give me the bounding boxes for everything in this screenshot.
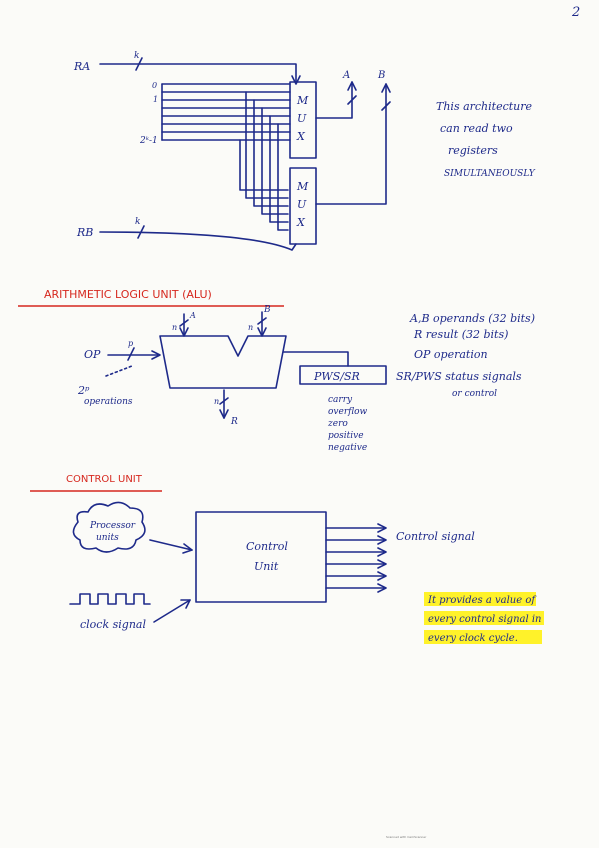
- p-label: p: [128, 339, 133, 348]
- alu-n-b: n: [248, 323, 253, 332]
- rb-label: RB: [76, 226, 93, 239]
- register-mux-diagram: RA RB k k 0 1 2ᵏ-1 M U X M U X: [73, 51, 391, 251]
- note-cu-line1: It provides a value of: [427, 595, 537, 606]
- reg-index-0: 0: [152, 81, 157, 90]
- note-cu-line3: every clock cycle.: [428, 633, 518, 644]
- alu-b-label: B: [263, 305, 271, 315]
- note-line-1: This architecture: [436, 100, 533, 113]
- mux2-u: U: [297, 198, 307, 211]
- alu-title: ARITHMETIC LOGIC UNIT (ALU): [44, 288, 212, 301]
- cu-line2: Unit: [254, 560, 279, 573]
- note-line-2: can read two: [440, 122, 513, 135]
- ra-label: RA: [73, 60, 90, 73]
- mux1-m: M: [296, 94, 309, 107]
- flag-negative: negative: [328, 443, 367, 453]
- flag-zero: zero: [327, 419, 348, 429]
- alu-diagram: ARITHMETIC LOGIC UNIT (ALU) OP p 2ᵖ oper…: [18, 288, 387, 453]
- mux2-m: M: [296, 180, 309, 193]
- k-label-a: k: [134, 51, 139, 61]
- alu-n-a: n: [172, 323, 177, 332]
- mux1-x: X: [296, 130, 306, 143]
- note-cu-line2: every control signal in: [428, 614, 542, 625]
- alu-legend: A,B operands (32 bits) R result (32 bits…: [396, 312, 535, 399]
- legend-control: or control: [452, 389, 497, 399]
- ops-word: operations: [84, 397, 133, 407]
- flag-overflow: overflow: [328, 407, 368, 417]
- clock-label: clock signal: [80, 618, 146, 631]
- flag-positive: positive: [328, 431, 364, 441]
- control-title: CONTROL UNIT: [66, 474, 143, 485]
- flag-carry: carry: [328, 395, 353, 405]
- alu-r-label: R: [230, 417, 238, 427]
- alu-a-label: A: [189, 311, 196, 320]
- legend-result: R result (32 bits): [413, 328, 508, 341]
- note-line-4: SIMULTANEOUSLY: [444, 169, 536, 179]
- control-unit-diagram: CONTROL UNIT Processor units clock signa…: [30, 474, 475, 631]
- processor-line2: units: [96, 533, 119, 543]
- note-line-3: registers: [448, 144, 498, 157]
- page-number: 2: [571, 5, 580, 20]
- reg-index-last: 2ᵏ-1: [139, 136, 158, 146]
- simultaneous-read-note: This architecture can read two registers…: [436, 100, 536, 179]
- reg-index-1: 1: [153, 95, 158, 104]
- k-label-b: k: [135, 217, 140, 227]
- status-box: PWS/SR: [313, 370, 360, 383]
- control-signal-label: Control signal: [396, 530, 475, 543]
- footer-text: Scanned with CamScanner: [386, 835, 427, 839]
- cu-line1: Control: [246, 540, 288, 553]
- ops-2p: 2ᵖ: [77, 384, 90, 397]
- out-a-label: A: [342, 70, 350, 81]
- processor-line1: Processor: [89, 521, 136, 531]
- alu-n-r: n: [214, 397, 219, 406]
- mux2-x: X: [296, 216, 306, 229]
- out-b-label: B: [377, 70, 385, 81]
- legend-status: SR/PWS status signals: [396, 370, 522, 383]
- legend-operands: A,B operands (32 bits): [409, 312, 535, 325]
- mux1-u: U: [297, 112, 307, 125]
- control-note: It provides a value of every control sig…: [424, 592, 544, 644]
- op-label: OP: [84, 348, 101, 361]
- legend-operation: OP operation: [414, 348, 488, 361]
